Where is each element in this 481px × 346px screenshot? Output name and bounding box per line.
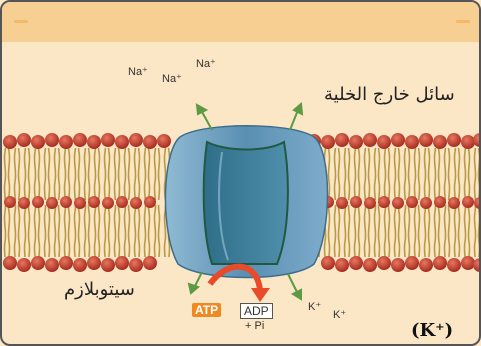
atp-label: ATP xyxy=(192,303,221,317)
sodium-ion-label-1: Na⁺ xyxy=(128,65,148,78)
cytoplasm-label: سيتوبلازم xyxy=(64,279,135,300)
sodium-ion-label-3: Na⁺ xyxy=(196,57,216,70)
potassium-ion-label-1: K⁺ xyxy=(308,300,321,313)
potassium-caption: (K⁺) xyxy=(411,320,453,341)
extracellular-fluid-label: سائل خارج الخلية xyxy=(324,84,455,105)
potassium-ion-label-2: K⁺ xyxy=(333,308,346,321)
sodium-potassium-pump-protein xyxy=(165,126,327,278)
phosphate-label: + Pi xyxy=(245,320,264,332)
adp-label: ADP xyxy=(240,303,273,319)
sodium-ion-label-2: Na⁺ xyxy=(162,72,182,85)
